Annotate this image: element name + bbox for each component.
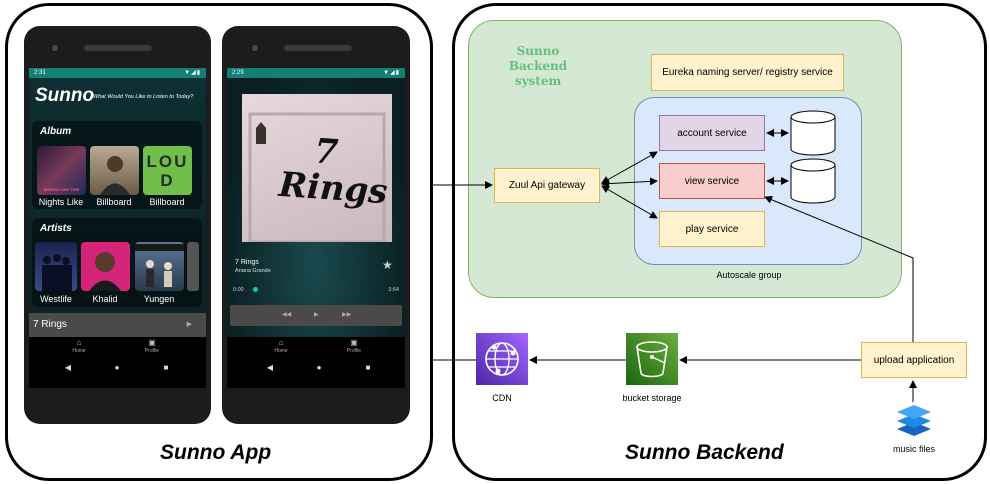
nav-home-label[interactable]: Home bbox=[274, 348, 288, 354]
sunno-backend-frame bbox=[452, 3, 987, 481]
album-caption: Billboard bbox=[96, 197, 132, 207]
view-database-icon bbox=[790, 158, 836, 204]
playback-controls: ◀◀ ▶ ▶▶ bbox=[230, 305, 402, 326]
cdn-label: CDN bbox=[492, 393, 512, 403]
status-time: 2:31 bbox=[34, 70, 46, 76]
band-silhouette-icon bbox=[42, 254, 72, 291]
home-screen: 2:31 ▼◢▮ Sunno What Would You Like to Li… bbox=[29, 68, 206, 388]
backend-system-title-line1: Sunno Backend bbox=[508, 44, 568, 73]
home-circle-icon[interactable]: ● bbox=[316, 363, 322, 372]
profile-icon[interactable]: ▣ bbox=[350, 338, 358, 347]
play-icon[interactable]: ▶ bbox=[186, 321, 192, 328]
front-camera bbox=[252, 45, 258, 51]
arrow-gateway-account bbox=[601, 151, 658, 184]
arrow-gateway-play bbox=[601, 185, 658, 219]
nav-profile-label[interactable]: Profile bbox=[346, 348, 362, 354]
nav-profile-label[interactable]: Profile bbox=[144, 348, 160, 354]
home-icon[interactable]: ⌂ bbox=[278, 338, 284, 347]
backend-system-title: Sunno Backend system bbox=[486, 44, 590, 89]
bucket-storage-label: bucket storage bbox=[622, 393, 682, 403]
nav-home-label[interactable]: Home bbox=[72, 348, 86, 354]
recents-icon[interactable]: ■ bbox=[163, 363, 169, 372]
status-icons: ▼◢▮ bbox=[383, 70, 400, 76]
phone-home: 2:31 ▼◢▮ Sunno What Would You Like to Li… bbox=[24, 26, 211, 424]
profile-icon[interactable]: ▣ bbox=[148, 338, 156, 347]
back-icon[interactable]: ◀ bbox=[266, 363, 274, 372]
sunno-app-label: Sunno App bbox=[160, 441, 272, 464]
seek-handle[interactable] bbox=[253, 287, 258, 292]
nav-bar: ⌂ Home ▣ Profile ◀ ● ■ bbox=[29, 337, 206, 388]
portrait-icon bbox=[89, 252, 121, 291]
figures-icon bbox=[135, 244, 184, 287]
arrow-gateway-view bbox=[601, 177, 658, 188]
artist-thumb-westlife[interactable] bbox=[35, 242, 77, 291]
phone-player: 2:29 ▼◢▮ 7 Rings 7 Rings Ariana Grande ★… bbox=[222, 26, 410, 424]
sunno-app-frame bbox=[5, 3, 433, 481]
status-time: 2:29 bbox=[232, 70, 244, 76]
portrait-icon bbox=[100, 156, 130, 195]
nav-bar: ⌂ Home ▣ Profile ◀ ● ■ bbox=[227, 337, 405, 388]
artist-thumb-partial bbox=[187, 242, 199, 291]
recents-icon[interactable]: ■ bbox=[365, 363, 371, 372]
song-artist: Ariana Grande bbox=[235, 268, 271, 274]
brand-logo: Sunno bbox=[35, 85, 95, 106]
play-service-box: play service bbox=[659, 211, 765, 247]
song-title: 7 Rings bbox=[235, 259, 259, 266]
album-caption: Billboard bbox=[149, 197, 185, 207]
upload-application-box: upload application bbox=[861, 342, 967, 378]
album-art-text: LOUD bbox=[146, 152, 189, 190]
arrow-upload-to-view bbox=[764, 195, 914, 342]
front-camera bbox=[52, 45, 58, 51]
back-icon[interactable]: ◀ bbox=[64, 363, 72, 372]
sunno-backend-label: Sunno Backend bbox=[625, 441, 784, 464]
artist-caption: Westlife bbox=[40, 294, 72, 304]
next-icon[interactable]: ▶▶ bbox=[342, 312, 352, 318]
home-icon[interactable]: ⌂ bbox=[76, 338, 82, 347]
artist-thumb-khalid[interactable] bbox=[81, 242, 130, 291]
view-service-box: view service bbox=[659, 163, 765, 199]
now-playing-bar[interactable]: 7 Rings ▶ bbox=[29, 313, 206, 337]
album-art-text: NIGHTS LIKE THIS bbox=[43, 187, 80, 192]
music-files-label: music files bbox=[892, 444, 935, 454]
previous-icon[interactable]: ◀◀ bbox=[282, 312, 292, 318]
time-end: 3:64 bbox=[388, 287, 399, 293]
album-thumb-billboard-1[interactable] bbox=[90, 146, 139, 195]
album-caption: Nights Like bbox=[38, 197, 84, 207]
status-bar: 2:31 ▼◢▮ bbox=[29, 68, 206, 78]
zuul-gateway-box: Zuul Api gateway bbox=[494, 168, 600, 203]
album-thumb-billboard-2[interactable]: LOUD bbox=[143, 146, 192, 195]
status-icons: ▼◢▮ bbox=[184, 70, 201, 76]
autoscale-label: Autoscale group bbox=[716, 270, 782, 280]
time-start: 0:00 bbox=[233, 287, 244, 293]
eureka-box: Eureka naming server/ registry service bbox=[651, 54, 844, 91]
favorite-star-icon[interactable]: ★ bbox=[382, 258, 393, 272]
album-art: 7 Rings bbox=[242, 94, 392, 244]
home-circle-icon[interactable]: ● bbox=[114, 363, 120, 372]
account-database-icon bbox=[790, 110, 836, 156]
play-icon[interactable]: ▶ bbox=[314, 312, 319, 318]
artist-caption: Khalid bbox=[92, 294, 118, 304]
music-files-icon bbox=[897, 405, 931, 436]
backend-system-title-line2: system bbox=[514, 74, 562, 88]
album-thumb-nights-like[interactable]: NIGHTS LIKE THIS bbox=[37, 146, 86, 195]
artist-thumb-yungen[interactable] bbox=[135, 242, 184, 291]
now-playing-title: 7 Rings bbox=[33, 319, 67, 330]
artist-caption: Yungen bbox=[143, 294, 175, 304]
status-bar: 2:29 ▼◢▮ bbox=[227, 68, 405, 78]
speaker-grille bbox=[284, 45, 352, 51]
cdn-icon bbox=[476, 333, 528, 385]
artists-section-title: Artists bbox=[40, 223, 72, 234]
tagline: What Would You Like to Listen to Today? bbox=[93, 94, 194, 100]
bucket-storage-icon bbox=[626, 333, 678, 385]
speaker-grille bbox=[84, 45, 152, 51]
album-section-title: Album bbox=[40, 126, 72, 137]
player-screen: 2:29 ▼◢▮ 7 Rings 7 Rings Ariana Grande ★… bbox=[227, 68, 405, 388]
account-service-box: account service bbox=[659, 115, 765, 151]
